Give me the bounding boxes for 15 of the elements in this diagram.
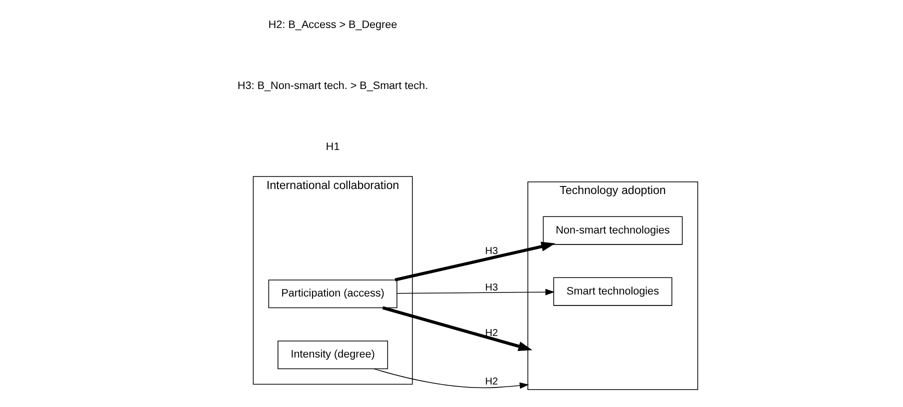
node-box: Non-smart technologies (542, 216, 683, 245)
node-box: Smart technologies (553, 277, 672, 306)
node-box: Participation (access) (268, 280, 398, 308)
legend-label: H3: B_Non-smart tech. > B_Smart tech. (238, 80, 428, 92)
arrow (396, 288, 555, 296)
arrow (394, 242, 556, 282)
arrow (382, 306, 532, 351)
edge-label: H2 (485, 328, 498, 339)
edge-label: H2 (485, 376, 498, 388)
label: H1 (326, 140, 340, 153)
legend-label: H2: B_Access > B_Degree (268, 18, 398, 31)
edge-label: H3 (485, 246, 498, 258)
node-box: Intensity (degree) (278, 340, 388, 370)
arrow (373, 368, 529, 389)
edge-label: H3 (485, 282, 498, 294)
